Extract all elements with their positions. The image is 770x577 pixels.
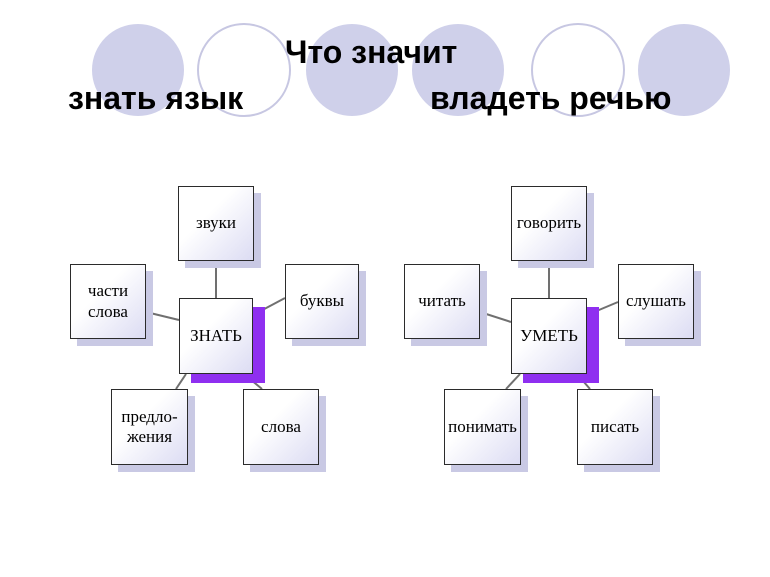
node-ponimat-label: понимать — [448, 416, 517, 436]
node-umet: УМЕТЬ — [511, 298, 587, 374]
decor-circle-outline — [531, 23, 625, 117]
node-slova-label: слова — [261, 416, 301, 436]
node-zvuki: звуки — [178, 186, 254, 261]
node-govorit-label: говорить — [516, 213, 582, 233]
node-pisat: писать — [577, 389, 653, 465]
decor-circle-filled — [92, 24, 184, 116]
link-umet-chitat — [479, 311, 512, 323]
link-umet-slushat — [586, 301, 619, 316]
node-predlozheniya-label: предло- жения — [121, 406, 178, 446]
node-chasti-slova: части слова — [70, 264, 146, 339]
decor-circle-outline — [197, 23, 291, 117]
node-znat: ЗНАТЬ — [179, 298, 253, 374]
decor-circle-filled — [412, 24, 504, 116]
decor-circle-filled — [638, 24, 730, 116]
node-chitat: читать — [404, 264, 480, 339]
node-govorit: говорить — [511, 186, 587, 261]
title-left: знать язык — [68, 80, 244, 116]
node-slushat-label: слушать — [626, 291, 686, 311]
link-umet-ponimat — [505, 373, 521, 390]
node-slova: слова — [243, 389, 319, 465]
title-right: владеть речью — [430, 80, 672, 116]
node-znat-label: ЗНАТЬ — [190, 325, 242, 345]
link-umet-pisat — [576, 373, 591, 390]
node-pisat-label: писать — [590, 416, 640, 436]
link-znat-bukvy — [252, 297, 286, 316]
node-slushat: слушать — [618, 264, 694, 339]
node-predlozheniya: предло- жения — [111, 389, 188, 465]
title-line-1: Что значит — [285, 34, 458, 70]
node-bukvy: буквы — [285, 264, 359, 339]
decor-circle-filled — [306, 24, 398, 116]
link-znat-slova — [243, 373, 263, 390]
node-ponimat: понимать — [444, 389, 521, 465]
node-umet-label: УМЕТЬ — [520, 325, 578, 345]
node-chitat-label: читать — [418, 291, 466, 311]
link-znat-chasti — [145, 311, 180, 321]
node-bukvy-label: буквы — [299, 291, 345, 311]
node-chasti-slova-label: части слова — [87, 281, 129, 321]
link-znat-predlozheniya — [175, 373, 187, 390]
node-zvuki-label: звуки — [195, 213, 237, 233]
